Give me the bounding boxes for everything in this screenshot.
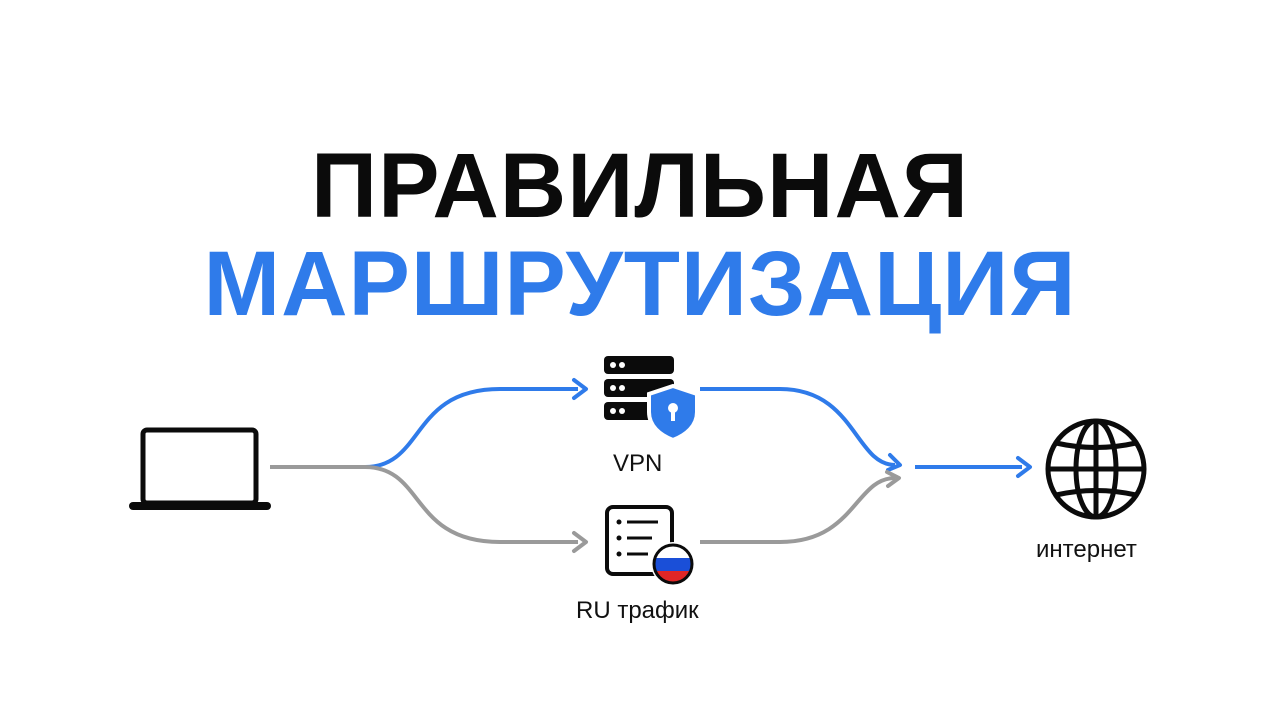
title-line-1: ПРАВИЛЬНАЯ: [310, 135, 970, 237]
internet-label: интернет: [1036, 536, 1137, 563]
vpn-label: VPN: [613, 450, 663, 477]
vpn-route-in-arrowhead: [572, 378, 588, 400]
vpn-route-in: [364, 387, 578, 469]
server-shield-icon: [604, 356, 699, 443]
ru-route-in: [364, 465, 578, 544]
vpn-route-out: [700, 387, 896, 467]
title-line-2: МАРШРУТИЗАЦИЯ: [203, 233, 1077, 335]
internet-route-arrowhead: [1016, 456, 1032, 478]
ru-route-out-arrowhead: [885, 470, 901, 488]
globe-icon: [1045, 418, 1147, 520]
ru-route-in-arrowhead: [572, 531, 588, 553]
ru-route-out: [700, 476, 896, 544]
ru-traffic-label: RU трафик: [576, 597, 699, 624]
vpn-route-out-arrowhead: [886, 453, 902, 472]
list-flag-icon: [605, 505, 695, 586]
laptop-icon: [129, 427, 271, 510]
